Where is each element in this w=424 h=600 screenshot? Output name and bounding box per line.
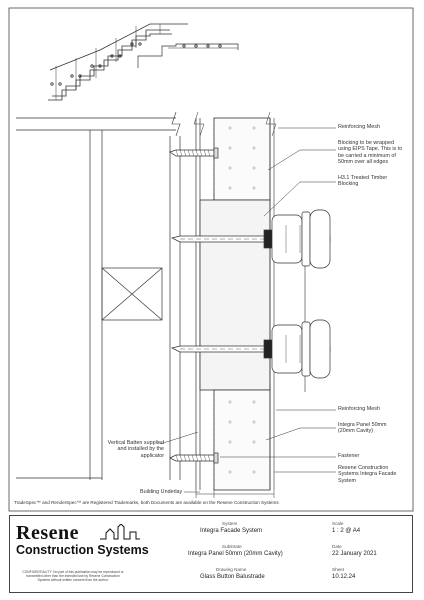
date-value: 22 January 2021: [332, 551, 377, 557]
leader-lines: [159, 127, 336, 493]
label-integra-panel: Integra Panel 50mm (20mm Cavity): [338, 422, 387, 435]
fastener-bottom: [169, 452, 219, 464]
drawing-name-label: Drawing Name: [216, 567, 247, 572]
bolt-upper: [170, 209, 331, 269]
panel-top: [213, 117, 271, 201]
label-h31-blocking: H3.1 Treated Timber Blocking: [338, 175, 388, 188]
sheet-label: Sheet: [332, 567, 345, 572]
logo-construction-systems: Construction Systems: [16, 543, 149, 557]
substrate-label: Substrate: [222, 544, 242, 549]
label-resene-system: Resene Construction Systems Integra Faca…: [338, 465, 397, 484]
fastener-top: [169, 147, 219, 159]
system-label: System: [222, 521, 238, 526]
label-fastener: Fastener: [338, 453, 360, 459]
scale-value: 1 : 2 @ A4: [332, 528, 361, 534]
panel-bottom: [213, 389, 271, 491]
floor-slab: [16, 111, 181, 137]
substrate-value: Integra Panel 50mm (20mm Cavity): [188, 551, 283, 557]
logo-resene: Resene: [16, 522, 79, 544]
trademark-note: TradeSpec™ and RenderSpec™ are Registere…: [14, 500, 279, 505]
system-value: Integra Facade System: [200, 528, 263, 534]
render-coating: [193, 111, 277, 490]
title-block: Resene Construction Systems CONFIDENTIAL…: [9, 515, 413, 593]
sheet-value: 10.12.24: [332, 574, 356, 580]
timber-blocking: [199, 199, 271, 391]
confidentiality-note: CONFIDENTIALITY: No part of this publica…: [22, 570, 124, 582]
balustrade-bolts: [170, 209, 331, 392]
floor-framing: [16, 130, 181, 480]
logo-skyline-icon: [100, 524, 140, 540]
sheet-border: [8, 7, 414, 512]
fasteners: [169, 147, 219, 464]
label-building-underlay: Building Underlay: [140, 489, 183, 495]
label-reinforcing-mesh-top: Reinforcing Mesh: [338, 124, 380, 130]
bolt-lower: [170, 319, 331, 379]
label-blocking-note: Blocking to be wrapped using EIPS Tape. …: [338, 140, 403, 166]
dimension-line: [195, 490, 275, 498]
date-label: Date: [332, 544, 342, 549]
label-reinforcing-mesh-bottom: Reinforcing Mesh: [338, 406, 380, 412]
drawing-name-value: Glass Button Balustrade: [200, 574, 265, 580]
label-vertical-batten: Vertical Batten supplied and installed b…: [107, 440, 164, 459]
scale-label: Scale: [332, 521, 344, 526]
stair-thumbnail: [48, 23, 239, 101]
